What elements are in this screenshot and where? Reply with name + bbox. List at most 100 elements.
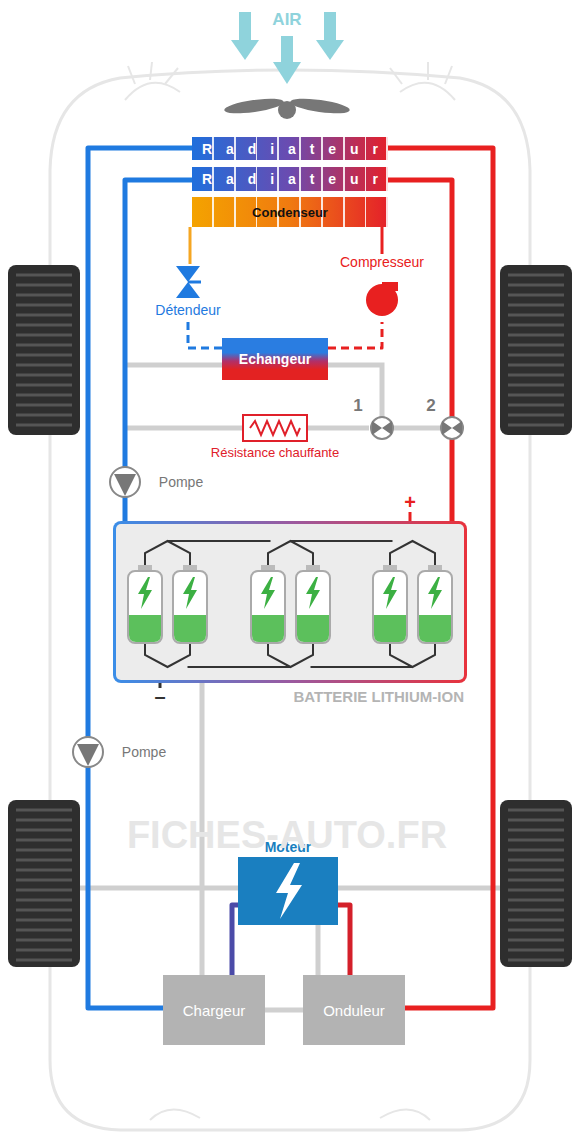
tread-line [16, 949, 72, 952]
path-shape [419, 615, 451, 642]
compressor-icon [362, 274, 402, 318]
path-shape [297, 615, 329, 642]
rect-shape [296, 571, 330, 643]
resistor-label: Résistance chauffante [211, 445, 339, 460]
battery-cell [128, 565, 162, 643]
tread-line [508, 414, 564, 417]
polyline-shape [390, 541, 435, 569]
rect-shape [418, 571, 452, 643]
expansion-valve-icon [173, 264, 203, 300]
tread-line [508, 949, 564, 952]
tread-line [508, 819, 564, 822]
tread-line [16, 414, 72, 417]
path-shape [174, 615, 206, 642]
rect-shape [251, 571, 285, 643]
tread-line [16, 959, 72, 962]
battery-pack: BATTERIE LITHIUM-ION [113, 521, 467, 683]
electric-motor: Moteur [238, 857, 338, 925]
gray-pipes [80, 365, 500, 1008]
radiator-bar: Radiateur [192, 137, 388, 160]
battery-label: BATTERIE LITHIUM-ION [293, 688, 464, 705]
wheels [8, 265, 572, 967]
tread-line [508, 374, 564, 377]
callout-number: 2 [424, 396, 437, 416]
polyline-shape [250, 421, 300, 435]
valve-symbol [441, 417, 463, 439]
resistor-symbol [242, 414, 308, 442]
heat-exchanger: Echangeur [222, 338, 328, 380]
tread-line [508, 394, 564, 397]
callout-number: 1 [351, 396, 364, 416]
polygon-shape [183, 577, 197, 609]
tread-line [16, 324, 72, 327]
line-shape [188, 281, 201, 284]
rect-shape [173, 571, 207, 643]
tread-line [508, 344, 564, 347]
battery-cell [373, 565, 407, 643]
tread-line [16, 364, 72, 367]
polyline-shape [145, 643, 190, 667]
tread-line [508, 314, 564, 317]
car-body [50, 70, 530, 1130]
tread-line [16, 344, 72, 347]
tread-line [508, 849, 564, 852]
tread-line [16, 819, 72, 822]
pipe-connector [265, 1008, 303, 1013]
condenser-label: Condenseur [252, 205, 328, 220]
polygon-shape [261, 577, 275, 609]
tread-line [16, 334, 72, 337]
box-label: Onduleur [323, 1002, 385, 1019]
tread-line [508, 424, 564, 427]
polygon-shape [383, 577, 397, 609]
tread-line [508, 404, 564, 407]
battery-cell [418, 565, 452, 643]
expansion-valve: Détendeur [148, 264, 227, 322]
air-label: AIR [272, 10, 301, 30]
polyline-shape [268, 643, 313, 667]
polygon-shape [138, 577, 152, 609]
pipe-connector [188, 322, 222, 348]
exchanger-label: Echangeur [239, 351, 311, 367]
line-shape [168, 540, 271, 542]
charger-box: Chargeur [163, 975, 265, 1045]
tread-line [16, 304, 72, 307]
box-label: Chargeur [183, 1002, 246, 1019]
tread-line [16, 849, 72, 852]
tread-line [508, 879, 564, 882]
tread-line [508, 324, 564, 327]
tread-line [16, 869, 72, 872]
battery-cells [116, 524, 464, 680]
tread-line [16, 859, 72, 862]
rect-shape [243, 415, 307, 441]
pump-label: Pompe [157, 474, 205, 490]
compressor-label: Compresseur [340, 254, 424, 270]
battery-cell [251, 565, 285, 643]
tread-line [16, 829, 72, 832]
cell-wiring [145, 541, 435, 667]
tread-line [508, 929, 564, 932]
polygon-shape [176, 266, 200, 282]
tread-line [16, 889, 72, 892]
battery-cell [296, 565, 330, 643]
tread-line [508, 829, 564, 832]
tread-line [16, 919, 72, 922]
path-shape [129, 615, 161, 642]
polygon-shape [428, 577, 442, 609]
polygon-shape [276, 863, 302, 919]
circle-shape [366, 284, 398, 316]
pump-symbol [73, 737, 103, 767]
tread-line [508, 869, 564, 872]
tread-line [16, 909, 72, 912]
pipe-connector [189, 227, 192, 264]
line-shape [311, 666, 413, 668]
pipe-connector [328, 322, 382, 348]
tread-line [16, 354, 72, 357]
tread-line [16, 374, 72, 377]
tread-line [16, 394, 72, 397]
pump-symbol [110, 467, 140, 497]
expansion-valve-label: Détendeur [155, 302, 220, 318]
pipe-connector [388, 180, 452, 521]
polyline-shape [268, 541, 313, 569]
rect-shape [373, 571, 407, 643]
